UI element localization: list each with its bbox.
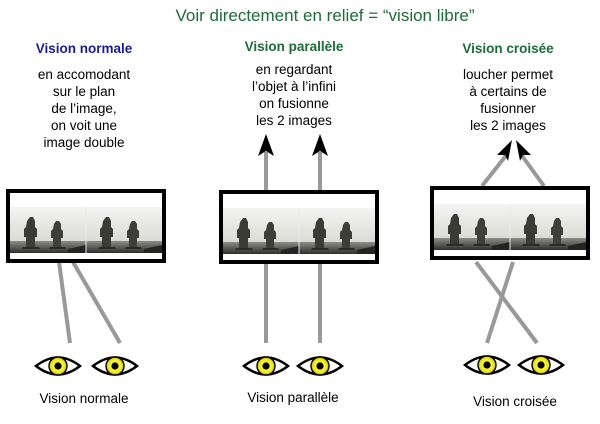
description-line: fusionner [480, 101, 536, 116]
eye-icon [242, 355, 290, 377]
stereo-photo [219, 190, 379, 264]
eye-icon [463, 354, 511, 376]
description-line: en regardant [255, 62, 333, 77]
label-vision-croisee: Vision croisée [473, 394, 557, 409]
eye-icon [296, 355, 344, 377]
sight-line [474, 260, 539, 345]
arrow-up-icon [516, 140, 531, 161]
sight-line [480, 151, 510, 188]
description-line: sur le plan [52, 84, 116, 99]
description-vision-normale: en accomodant sur le plan de l’image, on… [16, 66, 152, 151]
description-line: on voit une [50, 118, 118, 133]
sight-line [57, 261, 72, 344]
description-line: de l’image, [51, 101, 117, 116]
heading-vision-parallele: Vision parallèle [244, 39, 344, 54]
label-vision-parallele: Vision parallèle [247, 390, 339, 405]
description-vision-croisee: loucher permet à certains de fusionner l… [440, 66, 576, 134]
description-line: à certains de [469, 84, 547, 99]
page-title: Voir directement en relief = “vision lib… [175, 6, 475, 25]
panel-vision-normale [6, 189, 166, 377]
eye-icon [517, 354, 565, 376]
description-line: on fusionne [259, 96, 329, 111]
description-vision-parallele: en regardant l’objet à l’infini on fusio… [226, 61, 362, 129]
heading-vision-croisee: Vision croisée [462, 41, 554, 56]
description-line: les 2 images [470, 118, 546, 133]
stereo-photo [430, 186, 590, 260]
description-line: l’objet à l’infini [251, 79, 337, 94]
description-line: en accomodant [37, 67, 131, 82]
eye-icon [34, 355, 82, 377]
description-line: image double [43, 135, 125, 150]
description-line: les 2 images [256, 113, 332, 128]
panel-vision-parallele [219, 134, 379, 377]
label-vision-normale: Vision normale [39, 391, 129, 406]
sight-line [485, 261, 515, 344]
sight-line [518, 151, 546, 188]
description-line: loucher permet [462, 67, 554, 82]
arrow-up-icon [312, 134, 328, 156]
eye-icon [91, 355, 139, 377]
panel-vision-croisee [430, 140, 590, 376]
heading-vision-normale: Vision normale [35, 41, 133, 56]
stereo-photo [6, 189, 166, 263]
arrow-up-icon [258, 134, 274, 156]
arrow-up-icon [497, 140, 512, 161]
sight-line [71, 260, 122, 345]
